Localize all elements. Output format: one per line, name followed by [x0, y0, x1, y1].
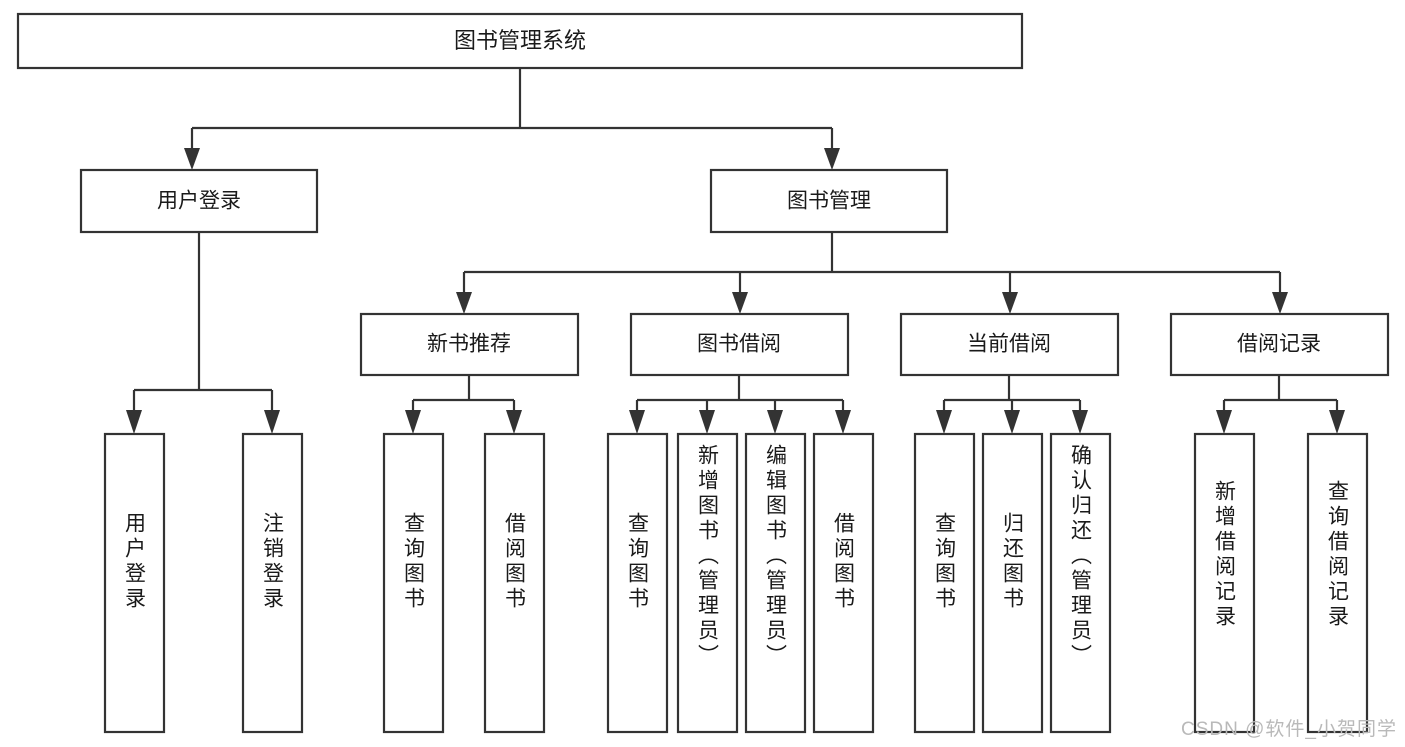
node-current-borrow[interactable]: 当前借阅 [899, 312, 1120, 377]
connector-group-booksmgmt-to-level3 [456, 232, 1288, 314]
connector-group-root-to-level2 [184, 68, 840, 170]
leaf-node-bookborrow-borrow[interactable] [812, 432, 875, 734]
arrow-head-icon [629, 410, 645, 434]
node-user-login-label: 用户登录 [157, 190, 241, 213]
leaf-node-user-login-logout[interactable] [241, 432, 304, 734]
node-root-label: 图书管理系统 [454, 28, 586, 53]
arrow-head-icon [126, 410, 142, 434]
leaf-node-currentborrow-return[interactable] [981, 432, 1044, 734]
leaf-node-user-login-login[interactable] [103, 432, 166, 734]
arrow-head-icon [699, 410, 715, 434]
arrow-head-icon [767, 410, 783, 434]
node-new-book-recommend-label: 新书推荐 [427, 333, 511, 356]
csdn-watermark: CSDN @软件_小贺同学 [1181, 719, 1397, 740]
leaf-node-borrowrecord-add[interactable] [1193, 432, 1256, 734]
node-book-borrow-label: 图书借阅 [697, 333, 781, 356]
connector-group-newbook-to-leaves [405, 375, 522, 434]
arrow-head-icon [1272, 292, 1288, 314]
node-root[interactable]: 图书管理系统 [16, 12, 1024, 70]
arrow-head-icon [1002, 292, 1018, 314]
leaf-node-bookborrow-add[interactable] [676, 432, 739, 734]
arrow-head-icon [1004, 410, 1020, 434]
leaf-node-newbook-query[interactable] [382, 432, 445, 734]
node-new-book-recommend[interactable]: 新书推荐 [359, 312, 580, 377]
arrow-head-icon [506, 410, 522, 434]
leaf-node-bookborrow-edit[interactable] [744, 432, 807, 734]
connector-group-userlogin-to-leaves [126, 232, 280, 434]
arrow-head-icon [456, 292, 472, 314]
arrow-head-icon [264, 410, 280, 434]
node-borrow-record[interactable]: 借阅记录 [1169, 312, 1390, 377]
arrow-head-icon [1216, 410, 1232, 434]
node-book-borrow[interactable]: 图书借阅 [629, 312, 850, 377]
arrow-head-icon [824, 148, 840, 170]
leaf-node-currentborrow-query[interactable] [913, 432, 976, 734]
leaf-node-currentborrow-confirm[interactable] [1049, 432, 1112, 734]
arrow-head-icon [1329, 410, 1345, 434]
node-book-management-label: 图书管理 [787, 190, 871, 213]
arrow-head-icon [732, 292, 748, 314]
node-book-management[interactable]: 图书管理 [709, 168, 949, 234]
node-borrow-record-label: 借阅记录 [1237, 333, 1321, 356]
arrow-head-icon [1072, 410, 1088, 434]
arrow-head-icon [184, 148, 200, 170]
arrow-head-icon [835, 410, 851, 434]
leaf-node-borrowrecord-query[interactable] [1306, 432, 1369, 734]
connector-group-borrowrecord-to-leaves [1216, 375, 1345, 434]
connector-group-bookborrow-to-leaves [629, 375, 851, 434]
leaf-node-newbook-borrow[interactable] [483, 432, 546, 734]
arrow-head-icon [936, 410, 952, 434]
leaf-node-bookborrow-query[interactable] [606, 432, 669, 734]
connector-group-currentborrow-to-leaves [936, 375, 1088, 434]
node-user-login[interactable]: 用户登录 [79, 168, 319, 234]
arrow-head-icon [405, 410, 421, 434]
node-current-borrow-label: 当前借阅 [967, 333, 1051, 356]
